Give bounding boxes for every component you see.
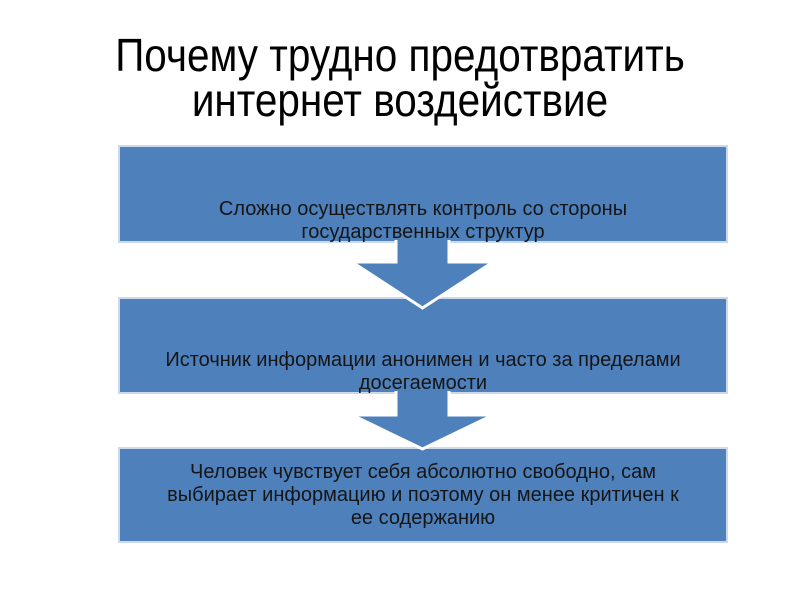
diagram-box: Источник информации анонимен и часто за …: [118, 297, 728, 394]
down-arrow-fill: [352, 391, 493, 449]
diagram-box: Сложно осуществлять контроль со стороны …: [118, 145, 728, 243]
slide-title: Почему трудно предотвратить интернет воз…: [115, 29, 685, 126]
diagram-box-text: Источник информации анонимен и часто за …: [165, 349, 681, 394]
diagram-box-text: Человек чувствует себя абсолютно свободн…: [167, 460, 679, 529]
down-arrow-icon: [352, 391, 493, 451]
down-arrow-outline: [352, 240, 493, 310]
down-arrow-icon: [352, 240, 493, 310]
down-arrow-outline: [352, 391, 493, 451]
diagram-box-text: Сложно осуществлять контроль со стороны …: [218, 198, 628, 243]
diagram-box: Человек чувствует себя абсолютно свободн…: [118, 447, 728, 543]
down-arrow-fill: [352, 240, 493, 308]
